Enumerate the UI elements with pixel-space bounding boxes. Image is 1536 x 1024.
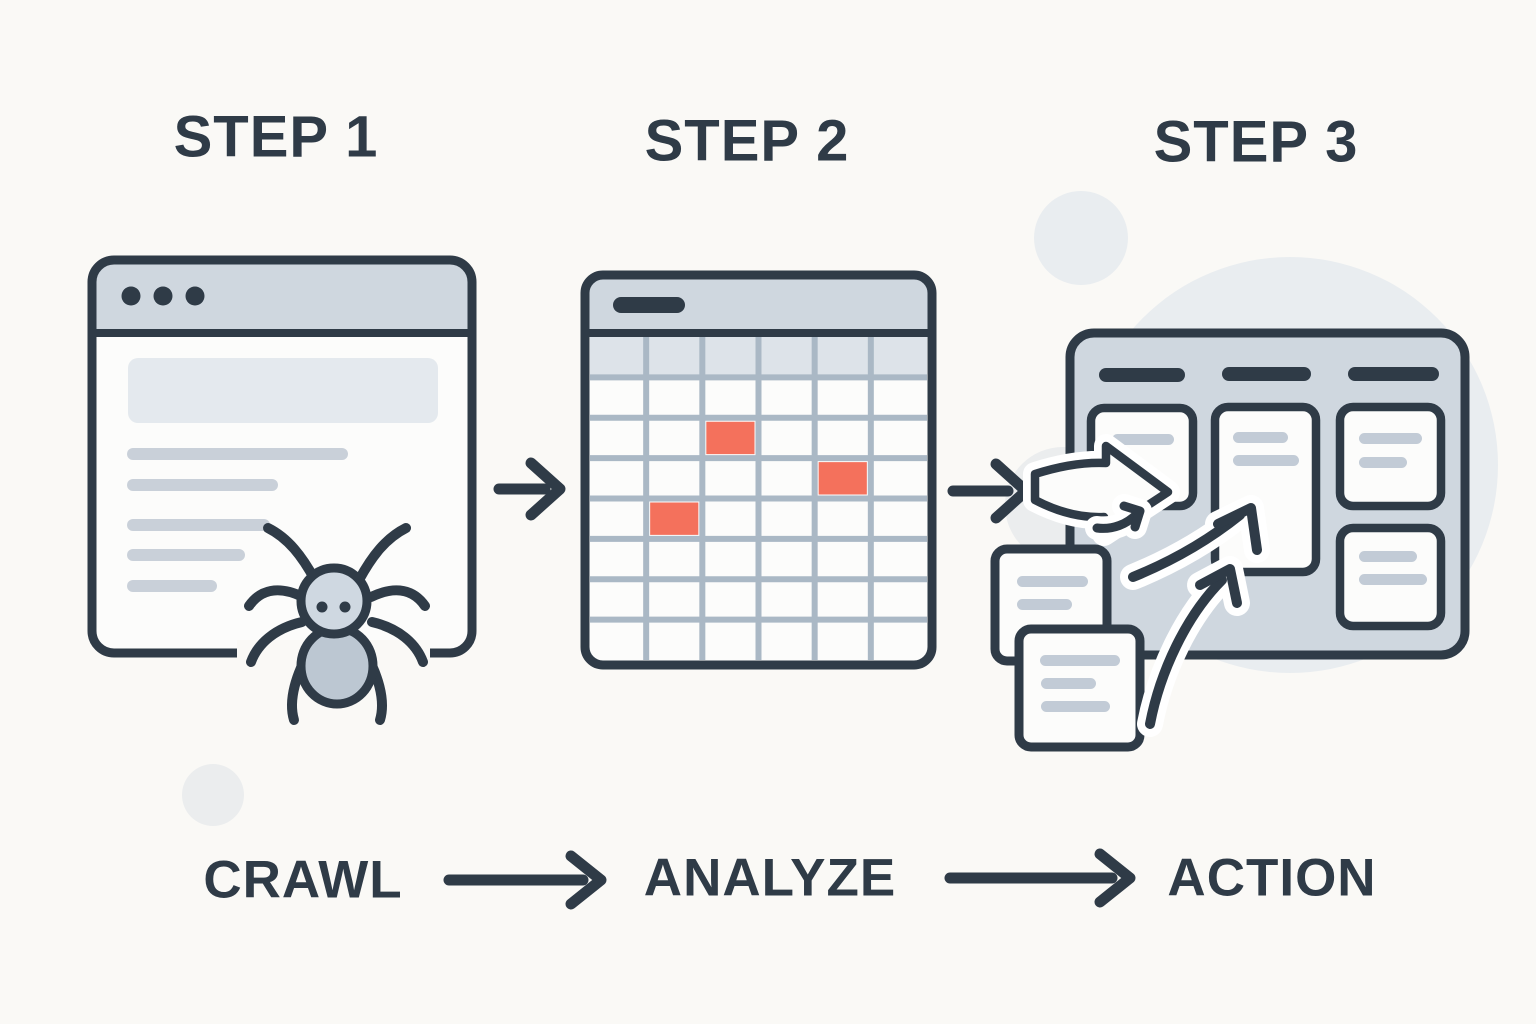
step2-title: STEP 2 bbox=[644, 108, 850, 174]
card-text-bars bbox=[1112, 432, 1427, 585]
window-dot-icon bbox=[153, 286, 173, 306]
highlighted-cell bbox=[650, 502, 699, 535]
flow-arrow-analyze-action-icon bbox=[944, 848, 1136, 908]
blob-top-right bbox=[1034, 191, 1128, 285]
spider-abdomen bbox=[296, 623, 378, 709]
note-cards-icon bbox=[990, 544, 1145, 752]
text-line-bars bbox=[127, 448, 348, 592]
note-text-bars bbox=[1017, 576, 1088, 610]
sheet-grid bbox=[590, 337, 927, 660]
curved-arrow-up-icon bbox=[1128, 503, 1262, 582]
highlighted-cell bbox=[818, 462, 867, 495]
blob-bottom-left bbox=[182, 764, 244, 826]
small-curved-arrow-icon bbox=[1092, 501, 1145, 533]
window-dot-icon bbox=[185, 286, 205, 306]
hero-block bbox=[128, 358, 438, 423]
titlebar-pill bbox=[613, 297, 685, 313]
card bbox=[1335, 402, 1446, 511]
spider-eye bbox=[316, 601, 328, 613]
note-text-bars bbox=[1040, 655, 1120, 712]
sheet-border bbox=[580, 270, 937, 670]
window-dot-icon bbox=[121, 286, 141, 306]
highlighted-cell bbox=[706, 421, 755, 455]
column-headers bbox=[1099, 367, 1439, 382]
flow-arrow-crawl-analyze-icon bbox=[443, 850, 607, 910]
window-titlebar bbox=[92, 260, 472, 329]
sheet-titlebar bbox=[585, 275, 932, 333]
action-arrows-icon bbox=[1023, 434, 1270, 737]
browser-window-icon bbox=[87, 255, 477, 662]
action-label: ACTION bbox=[1167, 848, 1377, 908]
spider-eye bbox=[339, 601, 351, 613]
step1-title: STEP 1 bbox=[173, 104, 379, 170]
crawl-label: CRAWL bbox=[203, 850, 403, 910]
spider-icon bbox=[244, 523, 430, 725]
step3-title: STEP 3 bbox=[1153, 109, 1359, 175]
analyze-label: ANALYZE bbox=[643, 848, 897, 908]
spreadsheet-icon bbox=[580, 270, 937, 670]
board-cards bbox=[1086, 402, 1446, 631]
arrow-step1-step2-icon bbox=[493, 457, 566, 521]
spider-head bbox=[296, 563, 372, 639]
curved-arrow-long-icon bbox=[1145, 564, 1242, 729]
